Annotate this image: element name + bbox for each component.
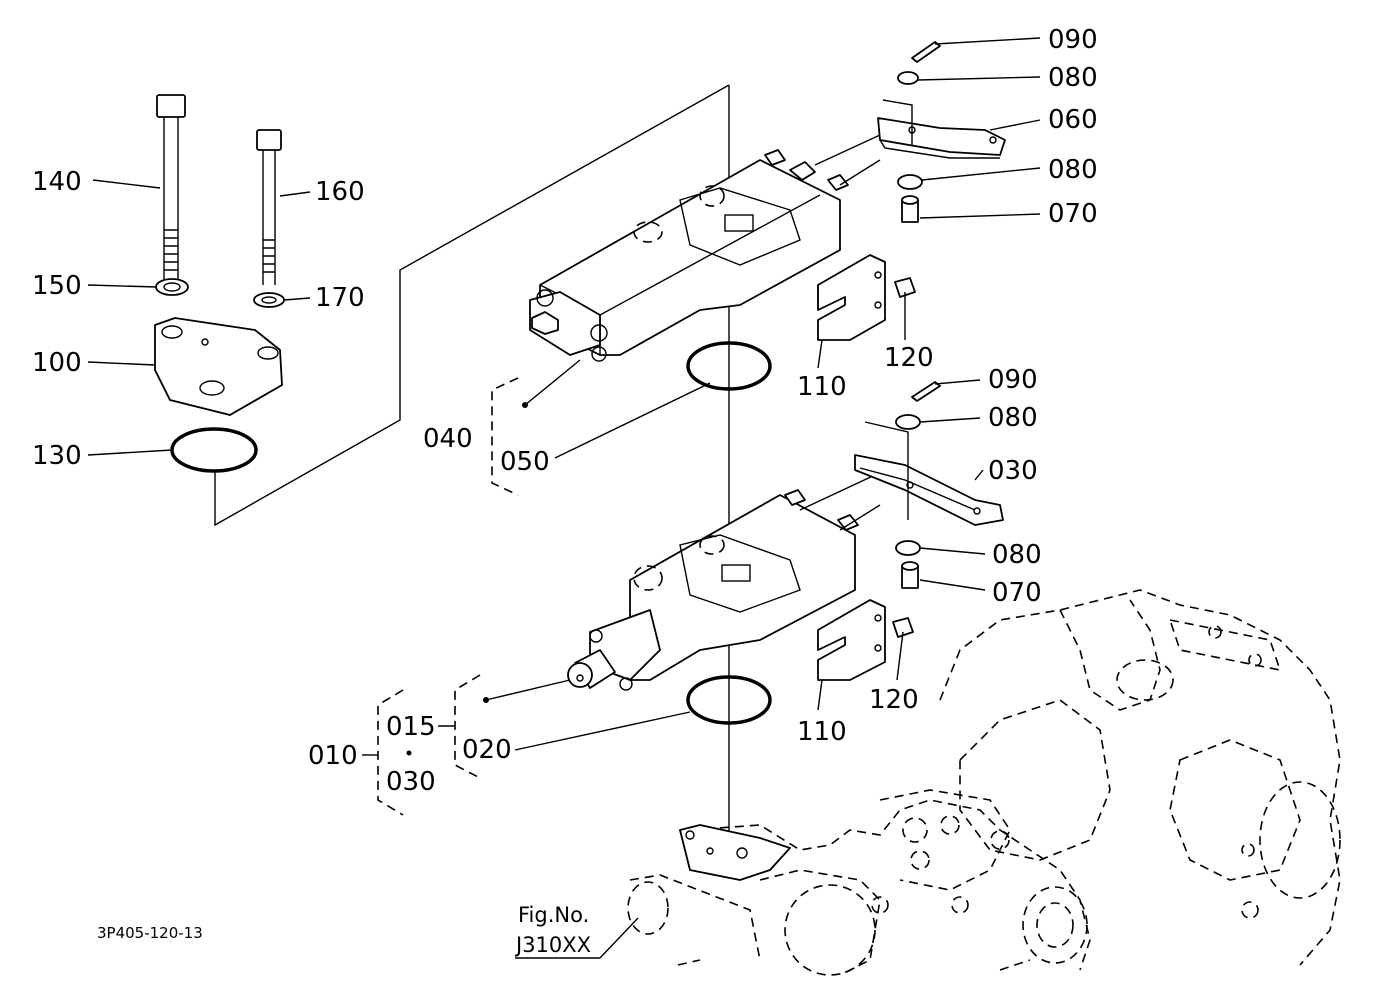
cotter-pin-090a [911,41,941,63]
label-090-lower: 090 [988,365,1038,395]
figure-ref-line2: J310XX [514,933,591,957]
bracket-010 [377,689,404,816]
label-140: 140 [32,167,82,197]
label-170: 170 [315,283,365,313]
washer-080a [897,71,919,85]
bracket-110a [817,254,886,341]
plug-120b [892,617,914,638]
plug-120a [894,277,916,298]
washer-080c [895,414,921,430]
lever-060 [877,99,1006,159]
spring-washer-170 [253,292,285,308]
bracket-020 [454,674,481,779]
bracket-040 [491,377,519,496]
label-080-upper-top: 080 [1048,63,1098,93]
label-080-upper-bottom: 080 [1048,155,1098,185]
label-130: 130 [32,441,82,471]
o-ring-050 [686,341,772,391]
label-050: 050 [500,447,550,477]
washer-080d [895,540,921,556]
pin-070a [901,195,919,223]
label-040: 040 [423,424,473,454]
pin-070b [901,561,919,589]
dot-040 [522,402,528,408]
label-080-lower-top: 080 [988,403,1038,433]
label-090-upper: 090 [1048,25,1098,55]
cotter-pin-090b [911,381,941,402]
bracket-110b [817,599,886,681]
cover-bolt-140 [156,94,186,285]
valve-block-lower [567,474,881,691]
cover-plate-100 [154,317,283,416]
label-070-upper: 070 [1048,199,1098,229]
label-060: 060 [1048,105,1098,135]
label-160: 160 [315,177,365,207]
transmission-housing [627,589,1341,976]
dot-020 [483,697,489,703]
label-015: 015 [386,712,436,742]
label-070-lower: 070 [992,578,1042,608]
leader-lines [87,37,1041,959]
label-150: 150 [32,271,82,301]
diagram-code: 3P405-120-13 [97,924,203,942]
label-010: 010 [308,741,358,771]
guide-frame [214,84,730,527]
lever-030 [854,421,1004,526]
figure-ref-line1: Fig.No. [518,903,589,927]
valve-block-upper [529,134,881,362]
cover-bolt-160 [256,129,282,285]
mounting-face [679,824,791,881]
label-120-lower: 120 [869,685,919,715]
label-020: 020 [462,735,512,765]
o-ring-130 [170,427,258,473]
washer-080b [897,174,923,190]
spring-washer-150 [155,278,189,296]
label-080-lower-bottom: 080 [992,540,1042,570]
label-110-lower: 110 [797,717,847,747]
label-110-upper: 110 [797,372,847,402]
o-ring-020 [686,675,772,725]
label-120-upper: 120 [884,343,934,373]
label-030-sub: 030 [386,767,436,797]
label-100: 100 [32,348,82,378]
label-030: 030 [988,456,1038,486]
dot-015-030 [406,750,412,756]
